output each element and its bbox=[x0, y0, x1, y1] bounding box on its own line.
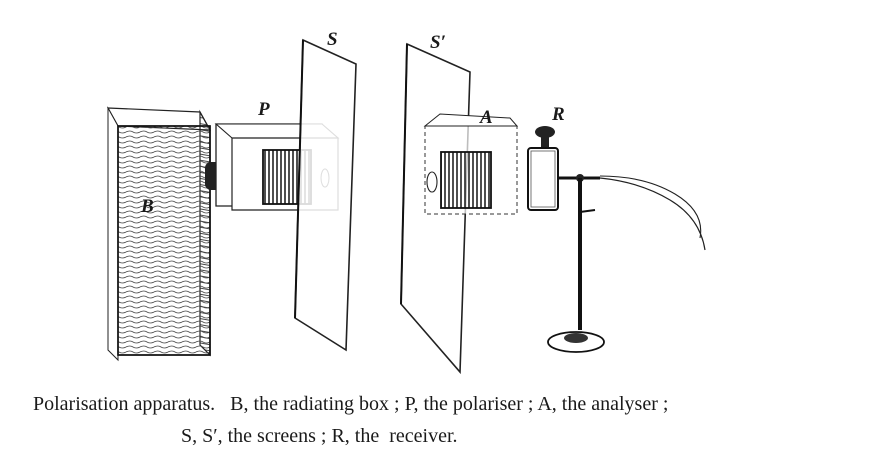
caption-line-1: Polarisation apparatus. B, the radiating… bbox=[33, 393, 669, 415]
radiating-box: B bbox=[106, 106, 212, 362]
receiver: R bbox=[527, 104, 706, 353]
label-analyser: A bbox=[479, 107, 493, 128]
analyser: A bbox=[423, 107, 519, 215]
label-screen-s-prime: S′ bbox=[430, 32, 446, 53]
label-receiver: R bbox=[551, 104, 565, 125]
caption-line-2: S, S′, the screens ; R, the receiver. bbox=[181, 425, 458, 447]
screen-s: S bbox=[294, 29, 357, 352]
figure-caption: Polarisation apparatus. B, the radiating… bbox=[0, 388, 881, 452]
label-polariser: P bbox=[257, 99, 270, 120]
label-screen-s: S bbox=[327, 29, 338, 50]
label-box: B bbox=[140, 196, 154, 217]
polarisation-apparatus-illustration: B P S S′ bbox=[106, 29, 706, 375]
